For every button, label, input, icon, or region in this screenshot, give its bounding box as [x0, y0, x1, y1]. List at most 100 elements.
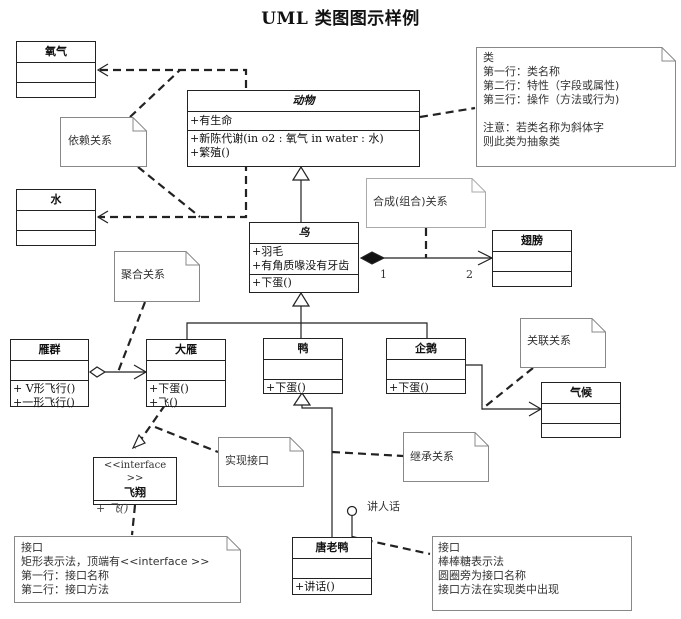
note-dependency: 依赖关系	[60, 117, 147, 167]
note-link-realization	[154, 425, 219, 454]
note-association: 关联关系	[520, 318, 606, 368]
class-attributes	[147, 361, 225, 381]
association-line	[465, 364, 541, 410]
note-aggregation: 聚合关系	[114, 251, 200, 302]
class-operations	[542, 424, 620, 440]
note-text: 类 第一行：类名称 第二行：特性（字段或属性) 第三行：操作（方法或行为) 注意…	[483, 51, 619, 149]
note-line: 类	[483, 51, 494, 64]
class-climate[interactable]: 气候	[541, 382, 621, 438]
note-text: 实现接口	[225, 454, 269, 467]
class-goose-flock[interactable]: 雁群 + V形飞行() +一形飞行()	[10, 339, 89, 409]
note-link-interface	[130, 504, 137, 536]
multiplicity-wing: 2	[466, 268, 473, 281]
class-wing[interactable]: 翅膀	[492, 230, 572, 287]
class-wild-goose[interactable]: 大雁 +下蛋() +飞()	[146, 339, 226, 409]
arrowhead-oxygen	[96, 63, 109, 77]
class-oxygen[interactable]: 氧气	[16, 41, 96, 98]
operation: + V形飞行()	[13, 382, 76, 395]
note-shape	[403, 432, 489, 482]
note-text: 聚合关系	[121, 268, 165, 281]
realization-triangle	[131, 433, 146, 450]
class-penguin[interactable]: 企鹅 +下蛋()	[386, 338, 466, 394]
note-text: 接口 棒棒糖表示法 圆圈旁为接口名称 接口方法在实现类中出现	[438, 541, 559, 597]
class-attributes	[11, 361, 88, 381]
class-water[interactable]: 水	[16, 189, 96, 246]
dependency-line-oxygen	[98, 68, 248, 88]
class-operations: +下蛋() +飞()	[147, 381, 225, 411]
note-shape	[520, 318, 606, 368]
class-operations: +下蛋()	[250, 275, 358, 291]
interface-fly[interactable]: <<interface >> 飞翔 + 飞()	[93, 457, 177, 515]
note-text: 继承关系	[410, 450, 454, 463]
operation: +繁殖()	[190, 146, 230, 159]
note-line: 圆圈旁为接口名称	[438, 569, 526, 582]
attribute: +有生命	[190, 114, 233, 127]
class-operations	[493, 272, 571, 288]
operation: +下蛋()	[389, 381, 429, 394]
class-name: 企鹅	[387, 339, 465, 360]
class-name: 水	[17, 190, 95, 211]
note-line: 矩形表示法，顶端有<<interface >>	[21, 555, 210, 568]
note-interface-lollipop: 接口 棒棒糖表示法 圆圈旁为接口名称 接口方法在实现类中出现	[432, 536, 632, 611]
operation: +下蛋()	[149, 382, 189, 395]
inheritance-tree	[186, 306, 428, 340]
note-shape	[14, 536, 241, 603]
class-name: 唐老鸭	[293, 538, 371, 559]
class-name: 飞翔	[124, 486, 146, 499]
note-shape	[476, 47, 676, 167]
inheritance-triangle-duck	[292, 391, 312, 406]
operation: +飞()	[149, 396, 178, 409]
class-operations: + V形飞行() +一形飞行()	[11, 381, 88, 411]
note-line: 注意：若类名称为斜体字	[483, 121, 604, 134]
note-line: 第二行：特性（字段或属性)	[483, 79, 620, 92]
class-attributes	[17, 211, 95, 231]
class-name: 鸟	[250, 223, 358, 244]
operation: +下蛋()	[266, 381, 306, 394]
note-shape	[432, 536, 632, 611]
composition-diamond	[359, 251, 386, 265]
class-bird[interactable]: 鸟 +羽毛 +有角质喙没有牙齿 +下蛋()	[249, 222, 359, 293]
class-animal[interactable]: 动物 +有生命 +新陈代谢(in o2 : 氧气 in water : 水) +…	[187, 90, 420, 167]
operation: +讲话()	[295, 580, 335, 593]
inheritance-triangle-animal	[291, 165, 311, 181]
note-line: 棒棒糖表示法	[438, 555, 504, 568]
note-link-association	[481, 367, 534, 410]
note-line: 接口	[21, 541, 43, 554]
stereotype-label: <<interface >>	[103, 460, 167, 484]
class-operations: + 飞()	[94, 501, 176, 517]
aggregation-diamond	[88, 366, 107, 378]
note-text: 依赖关系	[68, 134, 112, 147]
note-line: 接口	[438, 541, 460, 554]
class-attributes	[493, 252, 571, 272]
class-name: 动物	[188, 91, 419, 112]
note-line: 第二行：接口方法	[21, 583, 109, 596]
note-shape	[366, 178, 486, 228]
operation: +一形飞行()	[13, 396, 75, 409]
dependency-line-water	[98, 150, 248, 219]
note-spacer	[483, 107, 619, 121]
class-operations: +下蛋()	[387, 380, 465, 396]
diagram-title: UML 类图图示样例	[261, 9, 420, 29]
note-link-inheritance	[331, 450, 404, 458]
class-operations: +下蛋()	[264, 380, 342, 396]
class-operations: +新陈代谢(in o2 : 氧气 in water : 水) +繁殖()	[188, 131, 419, 161]
class-name: 大雁	[147, 340, 225, 361]
note-shape	[60, 117, 147, 167]
lollipop-circle	[346, 505, 358, 517]
note-line: 第一行：类名称	[483, 65, 560, 78]
note-line: 第一行：接口名称	[21, 569, 109, 582]
note-text: 接口 矩形表示法，顶端有<<interface >> 第一行：接口名称 第二行：…	[21, 541, 209, 597]
class-duck[interactable]: 鸭 +下蛋()	[263, 338, 343, 394]
note-shape	[218, 437, 304, 487]
inheritance-triangle-bird	[291, 291, 311, 307]
class-name: 气候	[542, 383, 620, 404]
class-donald-duck[interactable]: 唐老鸭 +讲话()	[292, 537, 372, 595]
note-class-description: 类 第一行：类名称 第二行：特性（字段或属性) 第三行：操作（方法或行为) 注意…	[476, 47, 676, 167]
class-operations: +讲话()	[293, 579, 371, 595]
lollipop-interface-name: 讲人话	[367, 500, 400, 513]
note-line: 第三行：操作（方法或行为)	[483, 93, 620, 106]
attribute: +有角质喙没有牙齿	[252, 259, 350, 272]
note-line: 则此类为抽象类	[483, 135, 560, 148]
class-name: 雁群	[11, 340, 88, 361]
